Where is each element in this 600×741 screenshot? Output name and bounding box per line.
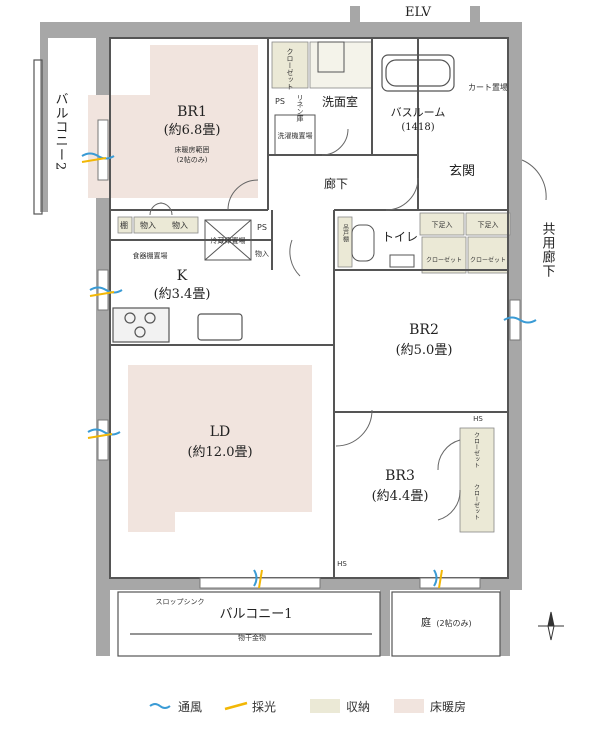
entrance-label: 玄関: [449, 164, 475, 179]
storage-label-1: 物入: [140, 220, 156, 230]
balcony1-label: バルコニー1: [219, 607, 292, 622]
legend-wind-label: 通風: [178, 700, 202, 714]
washer-label: 洗濯機置場: [278, 131, 313, 140]
elv-label: ELV: [405, 5, 432, 20]
shelf-label: 棚: [120, 220, 128, 230]
bathroom-label: バスルーム: [391, 106, 446, 119]
doors: [149, 128, 547, 521]
br1-label: BR1: [177, 104, 207, 120]
bathtub: [381, 54, 455, 92]
fridge-label: 冷蔵庫置場: [211, 236, 246, 245]
washroom-label: 洗面室: [322, 94, 358, 109]
br2-size: (約5.0畳): [396, 343, 453, 358]
closet-entry-2-label: クローゼット: [470, 256, 506, 264]
garden-note: (2帖のみ): [436, 618, 471, 628]
ps-label-1: PS: [275, 97, 285, 106]
shoe-box-1-label: 下足入: [432, 221, 453, 229]
drying-label: 物干金物: [238, 633, 266, 642]
storage-label-2: 物入: [172, 220, 188, 230]
k-size: (約3.4畳): [154, 287, 211, 302]
hallway-label: 廊下: [324, 176, 348, 191]
slop-sink-label: スロップシンク: [156, 598, 205, 606]
closet-br3-1-label: クローゼット: [473, 432, 480, 468]
compass-icon: [538, 611, 564, 641]
linen-label: リネン庫: [296, 94, 304, 123]
corridor-common-label: 共用廊下: [540, 222, 556, 278]
pantry-label: 食器棚置場: [133, 251, 168, 260]
washroom-fixtures: [274, 41, 415, 268]
legend: 通風 採光 収納 床暖房: [149, 699, 466, 714]
legend-wind-icon: [149, 703, 171, 709]
br3-size: (約4.4畳): [372, 489, 429, 504]
legend-storage-swatch: [310, 699, 340, 713]
ld-size: (約12.0畳): [187, 445, 252, 460]
closet-entry-1-label: クローゼット: [426, 256, 462, 264]
bathroom-size: (1418): [401, 122, 434, 133]
fridge-box: [204, 219, 252, 261]
br2-label: BR2: [409, 322, 439, 338]
br3-label: BR3: [385, 468, 415, 484]
legend-light-label: 採光: [252, 700, 276, 714]
closet-br3-2-label: クローゼット: [473, 484, 480, 520]
storage-label-3: 物入: [255, 249, 269, 258]
floor-heat-note2: (2帖のみ): [177, 155, 208, 164]
legend-floorheat-label: 床暖房: [430, 699, 466, 714]
legend-storage-label: 収納: [346, 700, 370, 714]
legend-floorheat-swatch: [394, 699, 424, 713]
ld-label: LD: [210, 424, 231, 440]
k-label: K: [177, 268, 188, 284]
floor-heating-areas: [88, 45, 312, 532]
storage-areas: [117, 41, 511, 533]
closet-br1-label: クローゼット: [286, 48, 294, 90]
kitchen-counter: [112, 307, 243, 343]
hs-label-1: HS: [473, 415, 483, 423]
cart-label: カート置場: [468, 82, 508, 92]
interior-walls: [109, 37, 509, 579]
toilet-storage-label: 吊戸棚: [342, 224, 349, 243]
legend-light-icon: [224, 701, 248, 711]
balcony-rails: [33, 59, 501, 657]
ventilation-markers: [81, 152, 537, 589]
br1-size: (約6.8畳): [164, 123, 221, 138]
ps-label-2: PS: [257, 223, 267, 232]
toilet-label: トイレ: [382, 230, 418, 244]
shoe-box-2-label: 下足入: [478, 221, 499, 229]
garden-label: 庭: [421, 616, 431, 629]
hs-label-2: HS: [337, 560, 347, 568]
balcony2-label: バルコニー2: [53, 92, 69, 171]
floor-heat-note1: 床暖房範囲: [175, 145, 210, 154]
